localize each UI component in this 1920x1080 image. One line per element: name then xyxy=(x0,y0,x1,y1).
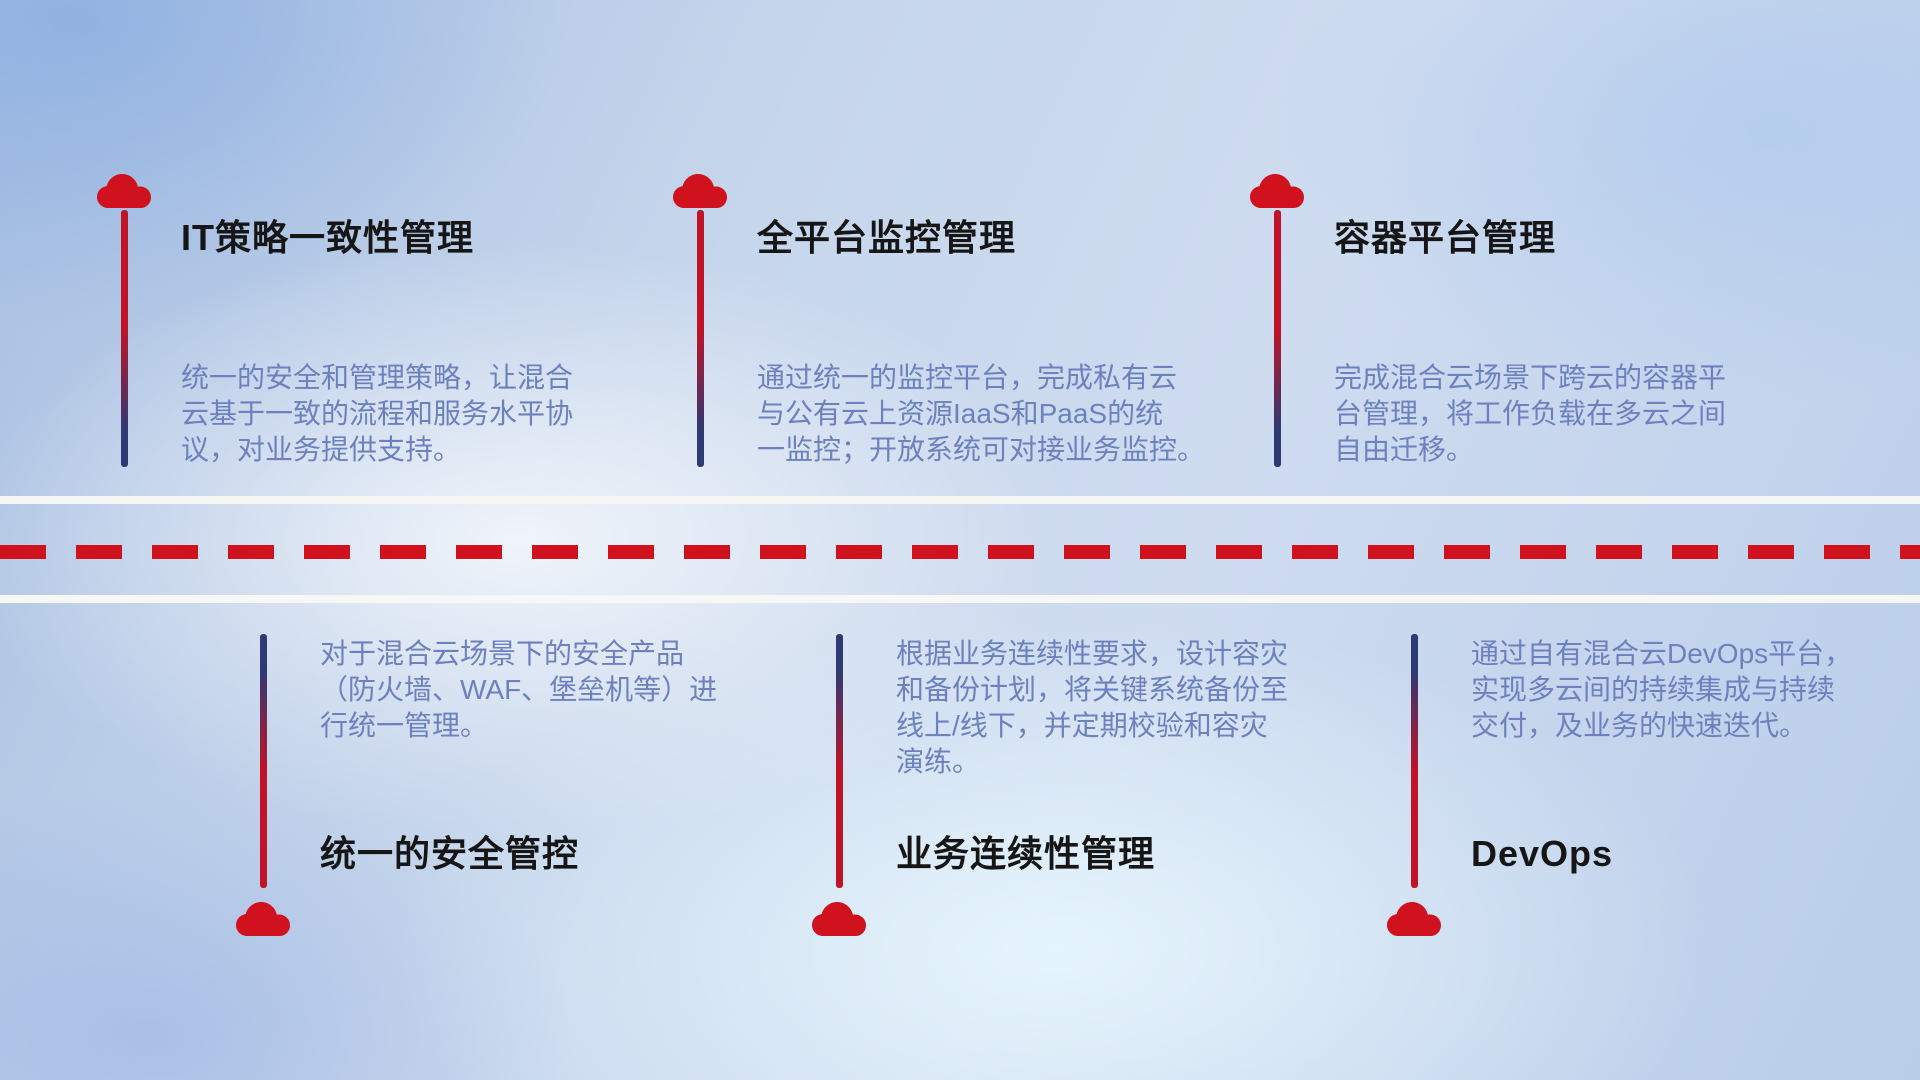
connector-bottom-2 xyxy=(810,634,868,938)
feature-description: 完成混合云场景下跨云的容器平 台管理，将工作负载在多云之间 自由迁移。 xyxy=(1334,362,1727,465)
feature-title: IT策略一致性管理 xyxy=(181,217,474,258)
cloud-icon xyxy=(1387,902,1441,936)
connector-line xyxy=(259,634,267,888)
feature-item-platform-monitoring: 全平台监控管理 通过统一的监控平台，完成私有云 与公有云上资源IaaS和PaaS… xyxy=(671,170,1241,490)
feature-description: 对于混合云场景下的安全产品 （防火墙、WAF、堡垒机等）进 行统一管理。 xyxy=(320,638,718,741)
connector-top-3 xyxy=(1248,170,1306,467)
connector-bottom-3 xyxy=(1385,634,1443,938)
feature-item-business-continuity: 根据业务连续性要求，设计容灾 和备份计划，将关键系统备份至 线上/线下，并定期校… xyxy=(810,634,1380,954)
cloud-icon xyxy=(236,902,290,936)
feature-title: 业务连续性管理 xyxy=(896,833,1156,874)
cloud-icon xyxy=(812,902,866,936)
feature-item-devops: 通过自有混合云DevOps平台， 实现多云间的持续集成与持续 交付，及业务的快速… xyxy=(1385,634,1920,954)
feature-title: 容器平台管理 xyxy=(1334,217,1557,258)
connector-line xyxy=(1410,634,1418,888)
cloud-icon xyxy=(97,174,151,208)
feature-title: DevOps xyxy=(1471,833,1614,874)
connector-line xyxy=(120,210,128,467)
connector-top-2 xyxy=(671,170,729,467)
cloud-icon xyxy=(1250,174,1304,208)
feature-item-container-platform: 容器平台管理 完成混合云场景下跨云的容器平 台管理，将工作负载在多云之间 自由迁… xyxy=(1248,170,1818,490)
road-dashed-line xyxy=(0,545,1920,559)
connector-line xyxy=(835,634,843,888)
road-lane-line-bottom xyxy=(0,595,1920,603)
feature-description: 根据业务连续性要求，设计容灾 和备份计划，将关键系统备份至 线上/线下，并定期校… xyxy=(896,638,1289,777)
connector-bottom-1 xyxy=(234,634,292,938)
feature-description: 通过统一的监控平台，完成私有云 与公有云上资源IaaS和PaaS的统 一监控；开… xyxy=(757,362,1206,465)
connector-line xyxy=(696,210,704,467)
connector-line xyxy=(1273,210,1281,467)
feature-item-it-policy: IT策略一致性管理 统一的安全和管理策略，让混合 云基于一致的流程和服务水平协 … xyxy=(95,170,665,490)
cloud-icon xyxy=(673,174,727,208)
connector-top-1 xyxy=(95,170,153,467)
road-lane-line-top xyxy=(0,496,1920,504)
feature-description: 通过自有混合云DevOps平台， 实现多云间的持续集成与持续 交付，及业务的快速… xyxy=(1471,638,1853,741)
feature-title: 统一的安全管控 xyxy=(320,833,580,874)
feature-title: 全平台监控管理 xyxy=(757,217,1017,258)
feature-description: 统一的安全和管理策略，让混合 云基于一致的流程和服务水平协 议，对业务提供支持。 xyxy=(181,362,574,465)
feature-item-security-control: 对于混合云场景下的安全产品 （防火墙、WAF、堡垒机等）进 行统一管理。 统一的… xyxy=(234,634,804,954)
